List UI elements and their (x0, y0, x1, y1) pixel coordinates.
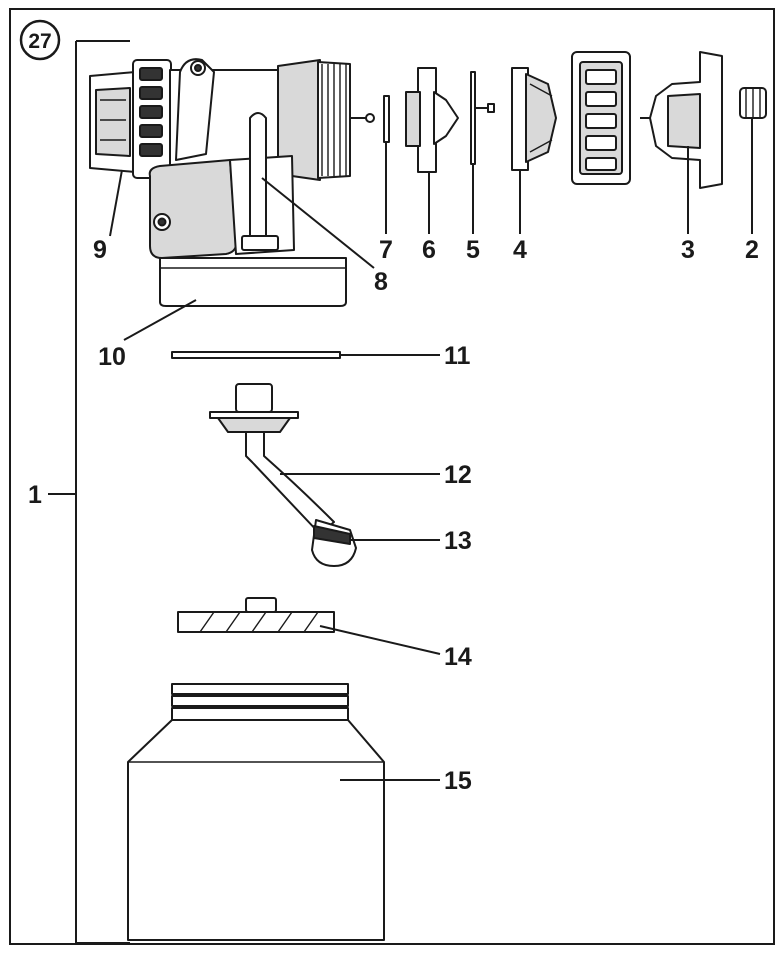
label-3: 3 (681, 236, 695, 264)
label-1: 1 (28, 481, 42, 509)
part-3-air-cap (640, 51, 723, 189)
figure-number-badge: 27 (19, 19, 61, 61)
label-6: 6 (422, 236, 436, 264)
label-12: 12 (444, 461, 472, 489)
part-4-nozzle (511, 67, 557, 171)
figure-number-text: 27 (28, 30, 51, 53)
figure-frame (9, 8, 775, 945)
part-13-filter (311, 519, 357, 567)
label-7: 7 (379, 236, 393, 264)
label-2: 2 (745, 236, 759, 264)
label-10: 10 (98, 343, 126, 371)
label-11: 11 (444, 342, 471, 370)
part-11-gasket (171, 351, 341, 359)
leader-lines (109, 118, 753, 781)
part-2-knob (739, 87, 767, 119)
assembly-bracket (48, 40, 130, 944)
label-14: 14 (444, 643, 472, 671)
part-15-container (127, 683, 385, 941)
part-7-washer (383, 95, 390, 143)
part-6-valve-seat (405, 67, 459, 173)
label-8: 8 (374, 268, 388, 296)
label-13: 13 (444, 527, 472, 555)
spray-gun-body (89, 58, 375, 307)
label-5: 5 (466, 236, 480, 264)
union-nut (571, 51, 631, 185)
label-9: 9 (93, 236, 107, 264)
label-15: 15 (444, 767, 472, 795)
part-14-lid (177, 597, 335, 633)
label-4: 4 (513, 236, 527, 264)
part-5-needle-disc (470, 71, 495, 165)
part-12-suction-tube (209, 383, 335, 535)
